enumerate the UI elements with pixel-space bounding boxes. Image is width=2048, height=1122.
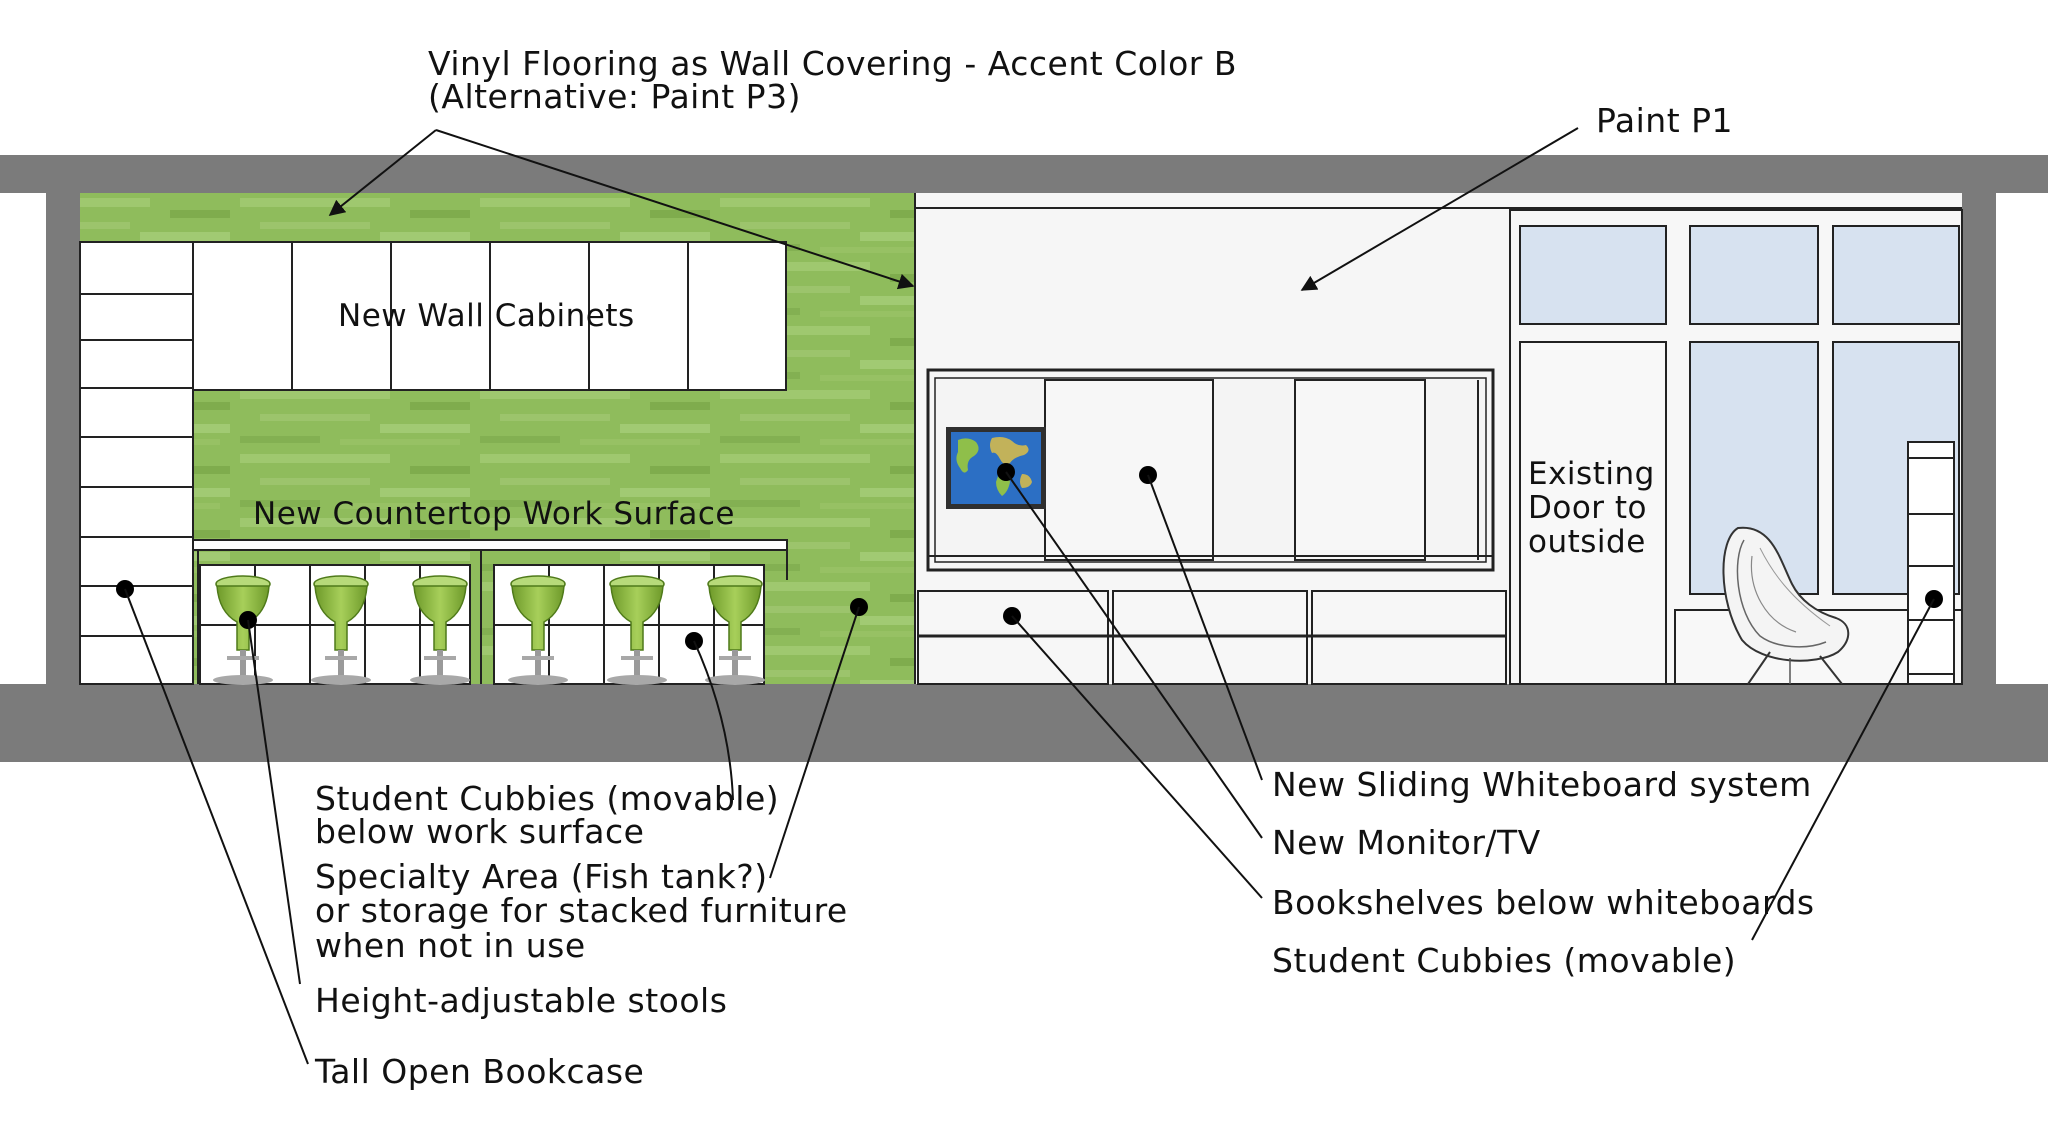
paint-p1-arrow bbox=[1300, 127, 1579, 291]
monitor-label: New Monitor/TV bbox=[1272, 823, 1541, 862]
world-map-icon bbox=[946, 427, 1046, 509]
bar-stool-icon bbox=[705, 575, 765, 685]
specialty-label-line3: when not in use bbox=[315, 926, 586, 965]
vinyl-arrow-right bbox=[435, 129, 915, 290]
stool-leader bbox=[247, 619, 301, 985]
bar-stool-icon bbox=[311, 575, 371, 685]
left-wall bbox=[46, 193, 80, 684]
vinyl-label-line2: (Alternative: Paint P3) bbox=[428, 77, 801, 116]
bar-stool-icon bbox=[410, 575, 470, 685]
bookshelves-leader bbox=[1011, 615, 1263, 899]
cubbies-label-line2: below work surface bbox=[315, 812, 644, 851]
tall-open-bookcase bbox=[79, 241, 194, 685]
bar-stool-icon bbox=[508, 575, 568, 685]
right-wall bbox=[1962, 193, 1996, 684]
vinyl-label-line1: Vinyl Flooring as Wall Covering - Accent… bbox=[428, 44, 1237, 83]
bookcase-leader bbox=[124, 588, 309, 1065]
student-cubbies-right bbox=[1907, 441, 1955, 685]
whiteboard-label: New Sliding Whiteboard system bbox=[1272, 765, 1812, 804]
vinyl-arrow-left bbox=[328, 129, 437, 217]
wall-cabinets bbox=[192, 241, 787, 391]
cubbies-label-line1: Student Cubbies (movable) bbox=[315, 779, 779, 818]
bookcase-label: Tall Open Bookcase bbox=[314, 1052, 644, 1091]
paint-p1-label: Paint P1 bbox=[1596, 101, 1733, 140]
door-label-line2: Door to bbox=[1528, 490, 1647, 526]
cubbies-leader bbox=[693, 640, 734, 801]
specialty-leader bbox=[769, 606, 860, 879]
ceiling-slab bbox=[0, 155, 2048, 193]
whiteboard-leader bbox=[1147, 474, 1263, 781]
student-cubbies-under-counter bbox=[199, 550, 765, 685]
countertop-label: New Countertop Work Surface bbox=[253, 496, 735, 532]
monitor-leader bbox=[1005, 471, 1263, 839]
wall-cabinets-label: New Wall Cabinets bbox=[338, 298, 635, 334]
specialty-label-line1: Specialty Area (Fish tank?) bbox=[315, 857, 768, 896]
building-structure bbox=[0, 155, 2048, 762]
door-label-line3: outside bbox=[1528, 524, 1646, 560]
stools-label: Height-adjustable stools bbox=[315, 981, 727, 1020]
bar-stool-icon bbox=[607, 575, 667, 685]
door-label-line1: Existing bbox=[1528, 456, 1655, 492]
countertop-work-surface bbox=[192, 539, 788, 684]
floor-slab bbox=[0, 684, 2048, 762]
bookshelves-label: Bookshelves below whiteboards bbox=[1272, 883, 1815, 922]
specialty-label-line2: or storage for stacked furniture bbox=[315, 891, 848, 930]
cubbies-right-label: Student Cubbies (movable) bbox=[1272, 941, 1736, 980]
cubbies-right-leader bbox=[1751, 598, 1935, 941]
egg-chair-icon bbox=[1722, 526, 1850, 685]
existing-door bbox=[1519, 341, 1667, 685]
bookshelves-below-whiteboards bbox=[917, 590, 1507, 685]
